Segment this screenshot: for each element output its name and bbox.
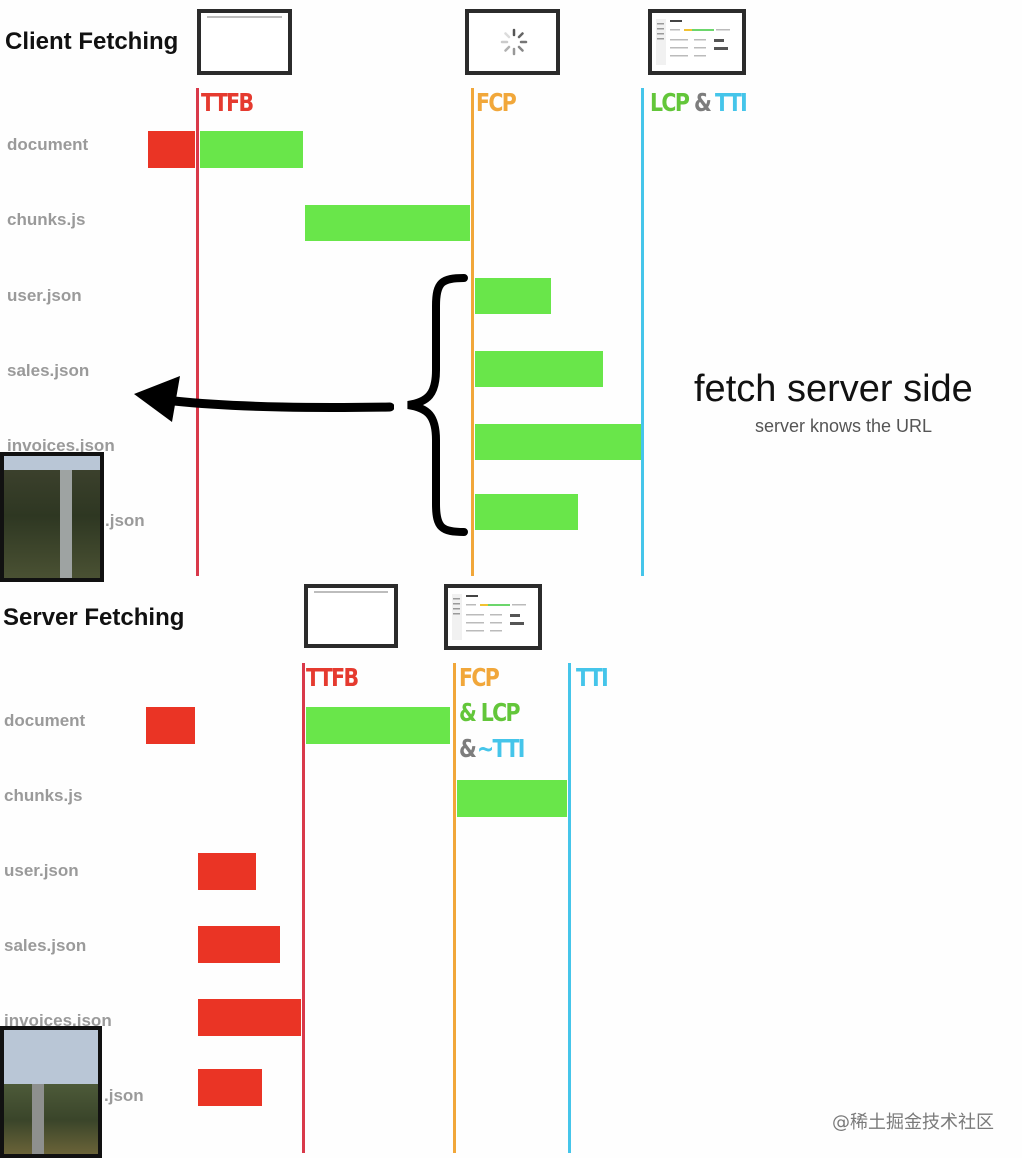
- client-ttfb-line: [196, 88, 199, 576]
- server-approx-tti-marker: ~TTI: [477, 734, 525, 763]
- server-invoices-bar: [198, 999, 301, 1036]
- server-section-title: Server Fetching: [3, 604, 185, 631]
- dashboard-preview-icon: [654, 15, 740, 69]
- client-amp-marker: &: [694, 88, 712, 117]
- client-row-label-invoices: invoices.json: [7, 436, 115, 455]
- client-section-title: Client Fetching: [5, 28, 179, 55]
- server-row-label-document: document: [4, 711, 86, 730]
- server-chunks-bar: [457, 780, 567, 817]
- client-row-label-chunks: chunks.js: [7, 210, 86, 229]
- server-sales-bar: [198, 926, 280, 963]
- client-row-label-json: .json: [105, 511, 145, 530]
- server-ttfb-line: [302, 663, 305, 1153]
- client-row-label-document: document: [7, 135, 89, 154]
- server-tti-line: [568, 663, 571, 1153]
- curly-brace-icon: [407, 274, 468, 536]
- client-document-response-bar: [200, 131, 303, 168]
- client-user-bar: [475, 278, 551, 314]
- client-fcp-line: [471, 88, 474, 576]
- client-lcp-marker: LCP: [650, 88, 690, 117]
- client-ttfb-marker: TTFB: [201, 88, 254, 117]
- server-tti-marker: TTI: [576, 663, 609, 692]
- server-amp-marker: &: [459, 734, 477, 763]
- server-row-label-invoices: invoices.json: [4, 1011, 112, 1030]
- blank-page-thumbnail: [197, 9, 292, 75]
- callout-subheading: server knows the URL: [755, 416, 933, 436]
- client-row-label-user: user.json: [7, 286, 82, 305]
- arrow-left-icon: [134, 376, 394, 422]
- client-json-bar: [475, 494, 578, 530]
- server-ttfb-marker: TTFB: [306, 663, 359, 692]
- spinner-icon: [500, 28, 528, 56]
- callout-heading: fetch server side: [694, 368, 973, 410]
- server-loaded-page-thumbnail: [444, 584, 542, 650]
- loaded-page-thumbnail: [648, 9, 746, 75]
- server-json-bar: [198, 1069, 262, 1106]
- watermark: @稀土掘金技术社区: [832, 1112, 994, 1133]
- server-fcp-marker: FCP: [459, 663, 500, 692]
- webcam-overlay-top: [0, 452, 104, 582]
- client-sales-bar: [475, 351, 603, 387]
- loading-page-thumbnail: [465, 9, 560, 75]
- server-fcp-line: [453, 663, 456, 1153]
- server-document-response-bar: [306, 707, 450, 744]
- client-document-request-bar: [148, 131, 195, 168]
- server-user-bar: [198, 853, 256, 890]
- server-row-label-json: .json: [104, 1086, 144, 1105]
- server-lcp-marker: & LCP: [459, 698, 521, 727]
- client-tti-line: [641, 88, 644, 576]
- server-dashboard-preview-icon: [450, 590, 536, 644]
- server-document-request-bar: [146, 707, 195, 744]
- client-invoices-bar: [475, 424, 641, 460]
- client-fcp-marker: FCP: [476, 88, 517, 117]
- server-blank-page-thumbnail: [304, 584, 398, 648]
- server-row-label-sales: sales.json: [4, 936, 87, 955]
- client-chunks-bar: [305, 205, 470, 241]
- client-row-label-sales: sales.json: [7, 361, 90, 380]
- webcam-overlay-bottom: [0, 1026, 102, 1158]
- client-tti-marker: TTI: [715, 88, 748, 117]
- server-row-label-chunks: chunks.js: [4, 786, 83, 805]
- server-row-label-user: user.json: [4, 861, 79, 880]
